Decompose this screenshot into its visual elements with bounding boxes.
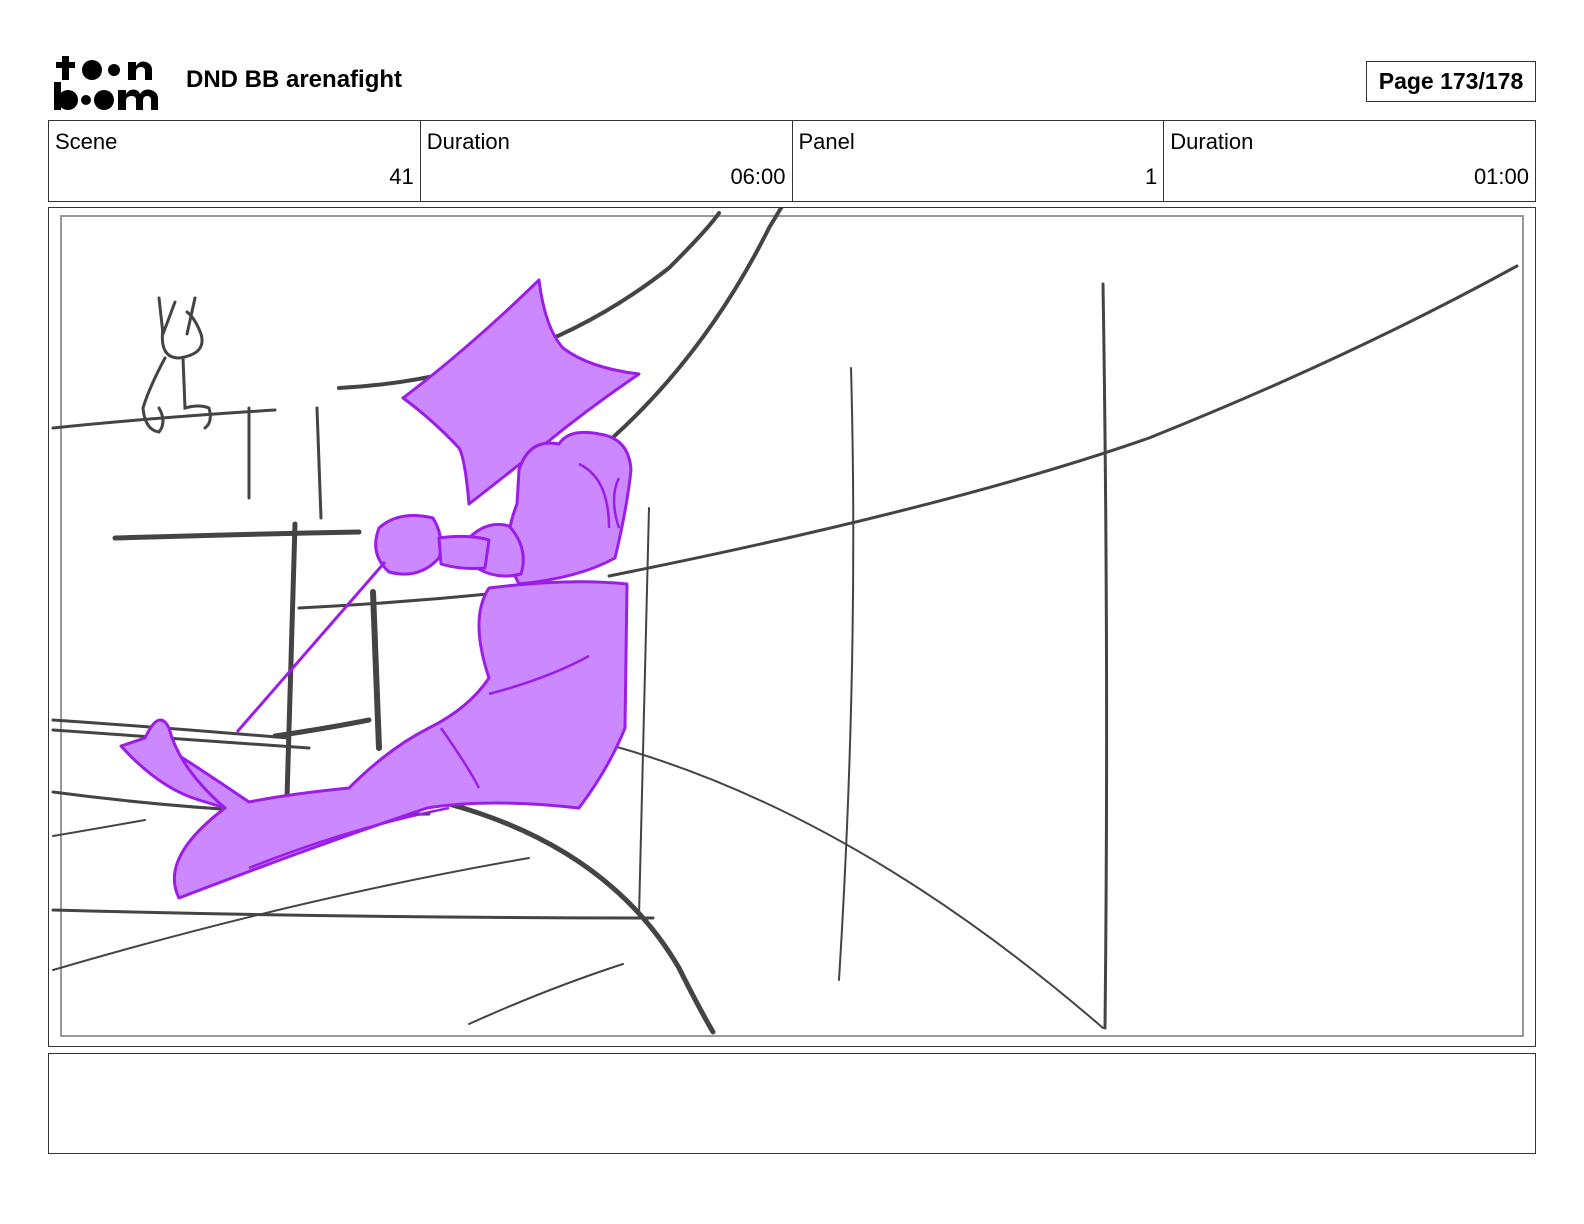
character-sketch [119,278,641,900]
page-indicator: Page 173/178 [1366,61,1536,102]
panel-duration-value: 01:00 [1473,164,1529,189]
scene-duration-value: 06:00 [730,164,786,189]
document-title: DND BB arenafight [186,66,403,93]
panel-inner-frame [60,215,1524,1037]
panel-duration-cell: Duration 01:00 [1164,121,1535,201]
scene-value: 41 [389,164,414,189]
page-label: Page 173/178 [1378,68,1524,94]
panel-cell: Panel 1 [793,121,1165,201]
panel-notes-box [48,1053,1536,1154]
scene-duration-cell: Duration 06:00 [421,121,793,201]
panel-label: Panel [798,129,855,154]
panel-duration-label: Duration [1170,129,1254,154]
scene-info-table: Scene 41 Duration 06:00 Panel 1 Duration… [48,120,1536,202]
scene-duration-label: Duration [426,129,510,154]
toon-boom-logo [52,52,164,112]
scene-cell: Scene 41 [49,121,421,201]
panel-value: 1 [1145,164,1158,189]
scene-label: Scene [55,129,118,154]
background-sketch-lines [51,208,1519,1035]
panel-sketch [51,208,1524,1037]
storyboard-panel [48,207,1536,1047]
